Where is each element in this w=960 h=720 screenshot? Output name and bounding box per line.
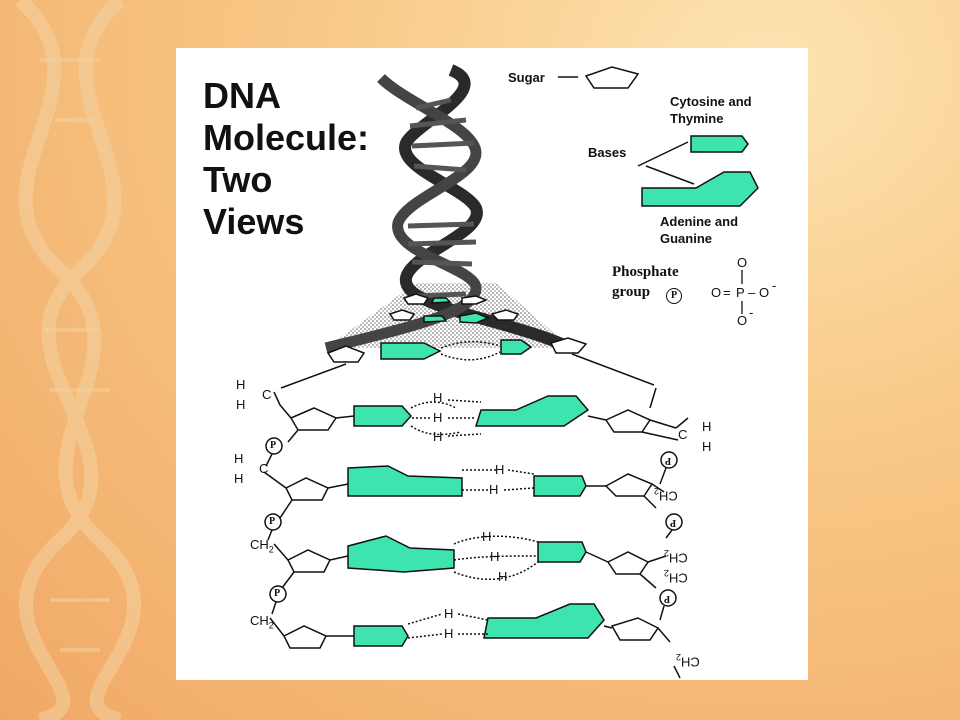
chem-sub2: 2 bbox=[654, 486, 660, 496]
chem-sub2: 2 bbox=[664, 568, 670, 578]
chem-ch2-left: CH2 bbox=[250, 614, 274, 633]
chem-ch: CH bbox=[669, 550, 688, 566]
formula-o-left: O bbox=[711, 285, 722, 300]
title-line-3: Two bbox=[203, 159, 273, 200]
label-adenine-guanine-2: Guanine bbox=[660, 231, 713, 246]
formula-o-bottom: O bbox=[737, 313, 748, 328]
diagram-panel: DNA Molecule: Two Views Sugar Cytosine a… bbox=[176, 48, 808, 680]
phosphate-symbol-icon: P bbox=[666, 288, 682, 304]
chem-h: H bbox=[702, 419, 712, 434]
formula-o-right: O bbox=[759, 285, 770, 300]
title-line-1: DNA bbox=[203, 75, 281, 116]
chem-ch2-right: CH2 bbox=[664, 546, 688, 566]
label-adenine-guanine-1: Adenine and bbox=[660, 214, 739, 229]
chem-c: C bbox=[678, 427, 688, 442]
chem-h-bond: H bbox=[490, 549, 500, 564]
chem-h: H bbox=[234, 451, 244, 466]
chem-ch2-right: CH2 bbox=[664, 566, 688, 586]
chem-h-bond: H bbox=[433, 390, 443, 405]
chem-ch: CH bbox=[681, 654, 700, 670]
chem-phosphate-p: P bbox=[270, 440, 277, 451]
chem-h-bond: H bbox=[444, 626, 454, 641]
chem-phosphate-p: P bbox=[274, 588, 281, 599]
chem-phosphate-p: P bbox=[670, 517, 677, 528]
title-line-4: Views bbox=[203, 201, 305, 242]
label-phosphate-2: group bbox=[612, 284, 651, 300]
chem-h: H bbox=[234, 471, 244, 486]
chem-h-bond: H bbox=[444, 606, 454, 621]
formula-dash: – bbox=[748, 285, 756, 300]
label-cytosine-thymine-2: Thymine bbox=[670, 111, 724, 126]
chem-sub2: 2 bbox=[664, 548, 670, 558]
chem-h-bond: H bbox=[433, 429, 443, 444]
formula-o-bottom-charge: - bbox=[749, 305, 754, 320]
formula-o-right-charge: - bbox=[772, 278, 777, 293]
chem-ch: CH bbox=[250, 613, 269, 628]
dna-diagram bbox=[263, 64, 759, 679]
chem-c: C bbox=[262, 387, 272, 402]
chem-sub2: 2 bbox=[676, 652, 682, 662]
chem-h-bond: H bbox=[489, 482, 499, 497]
chem-h: H bbox=[236, 377, 246, 392]
chem-h-bond: H bbox=[495, 462, 505, 477]
chem-sub2: 2 bbox=[268, 620, 274, 631]
chem-ch2-right: CH2 bbox=[676, 650, 700, 670]
label-phosphate-1: Phosphate bbox=[612, 264, 679, 280]
chem-sub2: 2 bbox=[268, 544, 274, 555]
chem-h: H bbox=[702, 439, 712, 454]
chem-ch: CH bbox=[659, 488, 678, 504]
chem-ch2-left: CH2 bbox=[250, 538, 274, 557]
chem-ch: CH bbox=[669, 570, 688, 586]
chem-ch: CH bbox=[250, 537, 269, 552]
label-sugar: Sugar bbox=[508, 70, 545, 85]
chem-phosphate-p: P bbox=[664, 593, 671, 604]
chem-c: C bbox=[259, 461, 269, 476]
legend-shapes bbox=[558, 66, 759, 207]
chem-h: H bbox=[236, 397, 246, 412]
chem-h-bond: H bbox=[498, 569, 508, 584]
formula-equals: = bbox=[723, 285, 731, 300]
ladder-view bbox=[263, 337, 689, 679]
formula-p: P bbox=[736, 285, 745, 300]
chem-ch2-right: CH2 bbox=[654, 484, 678, 504]
formula-o-top: O bbox=[737, 255, 748, 270]
title-line-2: Molecule: bbox=[203, 117, 370, 158]
label-cytosine-thymine-1: Cytosine and bbox=[670, 94, 752, 109]
label-bases: Bases bbox=[588, 145, 627, 160]
chem-h-bond: H bbox=[433, 410, 443, 425]
chem-phosphate-p: P bbox=[665, 455, 672, 466]
chem-h-bond: H bbox=[482, 529, 492, 544]
double-helix bbox=[324, 64, 574, 354]
chem-phosphate-p: P bbox=[269, 516, 276, 527]
